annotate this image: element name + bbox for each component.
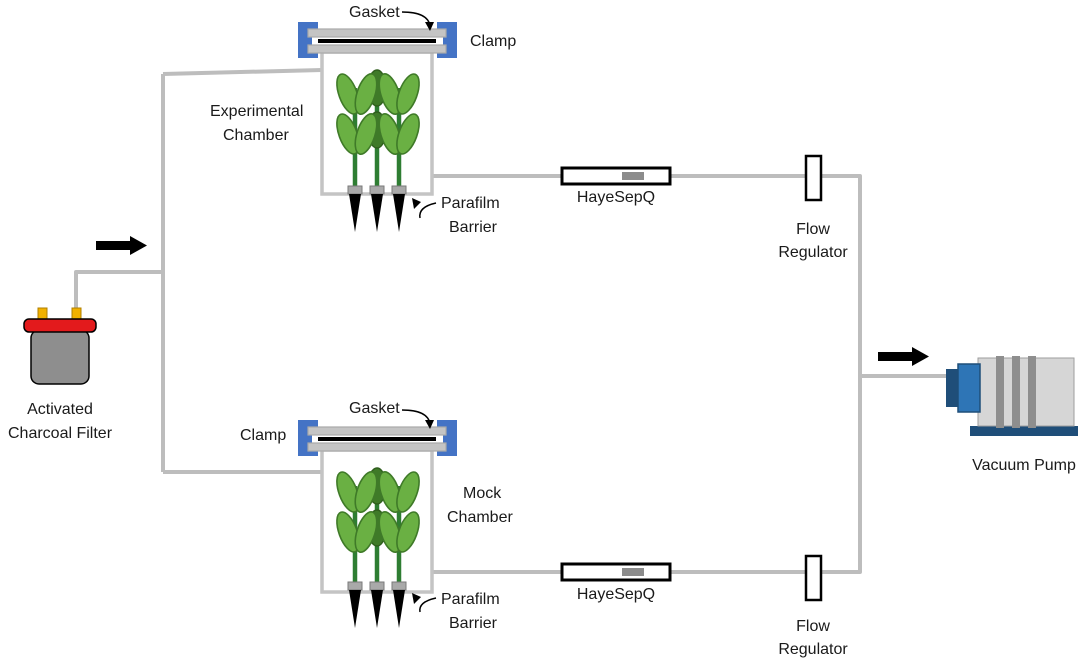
experimental-label-line1: Experimental: [210, 103, 303, 120]
tubing: [74, 68, 948, 574]
filter-outlet-pipe: [74, 270, 163, 316]
hayesepq-label-bottom: HayeSepQ: [577, 586, 655, 603]
root-spike: [349, 194, 361, 232]
hayesepq-trap-bottom: [560, 562, 672, 582]
parafilm-label-top-line1: Parafilm: [441, 195, 500, 212]
flow-regulator-bottom-line1: Flow: [796, 618, 830, 635]
mock-label-line2: Chamber: [447, 509, 513, 526]
gasket-label-bottom: Gasket: [349, 400, 400, 417]
vacuum-pump-icon: [946, 356, 1078, 436]
clamp-label-top: Clamp: [470, 33, 516, 50]
flow-regulator-top-line1: Flow: [796, 221, 830, 238]
gasket-pointer-top: [401, 11, 431, 27]
flow-arrow-right: [878, 347, 929, 366]
flow-regulator-top-line2: Regulator: [778, 244, 848, 261]
vacuum-pump-label: Vacuum Pump: [972, 457, 1076, 474]
hayesepq-trap-top: [560, 166, 672, 186]
gasket-pointer-bottom: [401, 409, 431, 425]
parafilm-pointer-bottom: [419, 597, 437, 613]
parafilm-label-bottom-line1: Parafilm: [441, 591, 500, 608]
filter-label-line2: Charcoal Filter: [8, 425, 113, 442]
flow-regulator-bottom-line2: Regulator: [778, 641, 848, 658]
lid-bottom-plate: [307, 44, 447, 54]
mock-label-line1: Mock: [463, 485, 502, 502]
flow-regulator-bottom: [804, 554, 823, 602]
parafilm-label-top-line2: Barrier: [449, 219, 498, 236]
experimental-chamber: [298, 22, 457, 232]
parafilm-plug: [347, 185, 363, 195]
flow-regulator-top: [804, 154, 823, 202]
clamp-label-bottom: Clamp: [240, 427, 286, 444]
gasket-label-top: Gasket: [349, 4, 400, 21]
lid-top-plate: [307, 28, 447, 38]
experimental-label-line2: Chamber: [223, 127, 289, 144]
filter-label-line1: Activated: [27, 401, 93, 418]
hayesepq-label-top: HayeSepQ: [577, 189, 655, 206]
charcoal-filter-icon: [23, 307, 97, 385]
parafilm-label-bottom-line2: Barrier: [449, 615, 498, 632]
flow-arrow-left: [96, 236, 147, 255]
parafilm-pointer-top: [419, 202, 437, 219]
top-inlet-pipe: [162, 68, 323, 76]
mock-chamber: [298, 420, 457, 628]
